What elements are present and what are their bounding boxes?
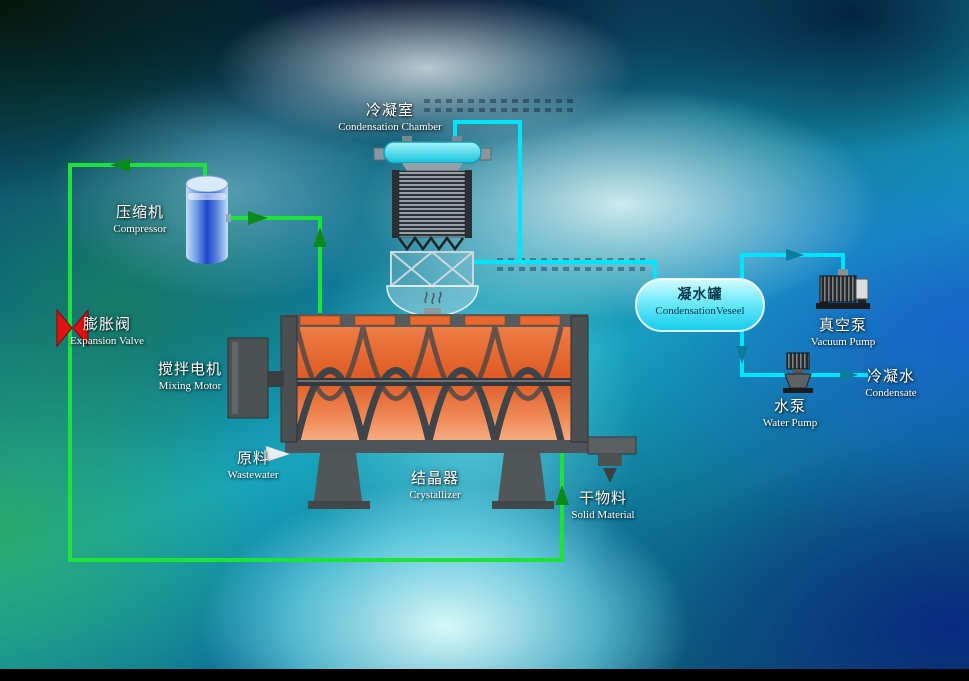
- condensation-vessel: [635, 278, 765, 332]
- label-zh: 膨胀阀: [82, 317, 132, 333]
- label-vacuum-pump: 真空泵 Vacuum Pump: [811, 318, 875, 349]
- flow-arrow-up: [313, 227, 327, 247]
- wastewater-inlet-arrow: [265, 445, 291, 463]
- flow-arrow-down: [736, 346, 748, 364]
- crystallizer: [280, 314, 637, 509]
- top-blocks: [299, 315, 561, 326]
- label-en: Water Pump: [762, 417, 818, 429]
- fin-rail: [392, 170, 399, 238]
- mixing-motor: [227, 337, 284, 419]
- label-en: Expansion Valve: [69, 335, 145, 347]
- label-condensation-chamber: 冷凝室 Condensation Chamber: [338, 103, 442, 134]
- water-pump: [783, 352, 813, 393]
- label-zh: 冷凝水: [866, 369, 916, 385]
- zigzag-coil: [397, 235, 465, 252]
- label-water-pump: 水泵 Water Pump: [763, 399, 817, 430]
- truss-frame: [390, 251, 474, 287]
- label-zh: 干物料: [578, 491, 627, 507]
- label-en: CondensationVeseel: [655, 305, 745, 317]
- leg: [314, 453, 362, 501]
- label-mixing-motor: 搅拌电机 Mixing Motor: [158, 362, 222, 393]
- flow-arrows-vapor: [736, 249, 858, 381]
- flow-arrow-up: [555, 485, 569, 505]
- label-en: Vacuum Pump: [810, 336, 876, 348]
- discharge-arrow-down: [603, 468, 617, 483]
- label-expansion-valve: 膨胀阀 Expansion Valve: [70, 317, 144, 348]
- lid-bolt: [402, 136, 412, 143]
- flow-arrows-refrigerant: [110, 158, 569, 505]
- label-zh: 结晶器: [410, 471, 460, 487]
- label-crystallizer: 结晶器 Crystallizer: [409, 471, 460, 502]
- letterbox-bar: [0, 669, 969, 681]
- label-en: Condensate: [865, 387, 917, 399]
- fin-rail: [465, 170, 472, 238]
- label-condensate: 冷凝水 Condensate: [865, 369, 916, 400]
- label-en: Condensation Chamber: [338, 121, 442, 133]
- label-en: Solid Material: [571, 509, 635, 521]
- leg-foot: [308, 501, 370, 509]
- condensation-chamber: [373, 136, 492, 317]
- end-cap-right: [570, 315, 589, 443]
- background-artifact-dashes: [424, 99, 574, 117]
- label-compressor: 压缩机 Compressor: [113, 205, 166, 236]
- heat-squiggle-icon: [424, 291, 442, 305]
- label-en: Wastewater: [227, 469, 279, 481]
- label-en: Mixing Motor: [158, 380, 222, 392]
- lid-bolt: [452, 136, 462, 143]
- label-zh: 压缩机: [115, 205, 165, 221]
- label-en: Crystallizer: [409, 489, 461, 501]
- flow-arrow-right: [248, 211, 268, 225]
- chamber-neck: [402, 163, 463, 171]
- flow-arrow-right: [840, 369, 858, 381]
- label-zh: 真空泵: [818, 318, 868, 334]
- label-zh: 搅拌电机: [157, 362, 223, 378]
- discharge-housing: [587, 436, 637, 455]
- leg: [498, 453, 546, 501]
- label-zh: 原料: [236, 451, 269, 467]
- label-en: Compressor: [113, 223, 167, 235]
- chamber-outlet-neck: [424, 308, 441, 316]
- flow-arrow-left: [110, 158, 130, 172]
- label-solid-material: 干物料 Solid Material: [571, 491, 634, 522]
- discharge-spout: [598, 454, 622, 466]
- label-zh: 水泵: [773, 399, 807, 415]
- fin-stack: [398, 170, 466, 238]
- label-wastewater: 原料 Wastewater: [227, 451, 278, 482]
- label-zh: 冷凝室: [365, 103, 415, 119]
- label-zh: 凝水罐: [677, 288, 723, 303]
- expansion-valve: [56, 308, 89, 348]
- vacuum-pump: [816, 269, 870, 309]
- compressor: [185, 175, 231, 264]
- leg-foot: [492, 501, 554, 509]
- flow-arrow-right: [786, 249, 804, 261]
- label-condensation-vessel: 凝水罐 CondensationVeseel: [655, 287, 744, 318]
- bottom-rail: [285, 440, 588, 453]
- chamber-lid: [383, 141, 482, 164]
